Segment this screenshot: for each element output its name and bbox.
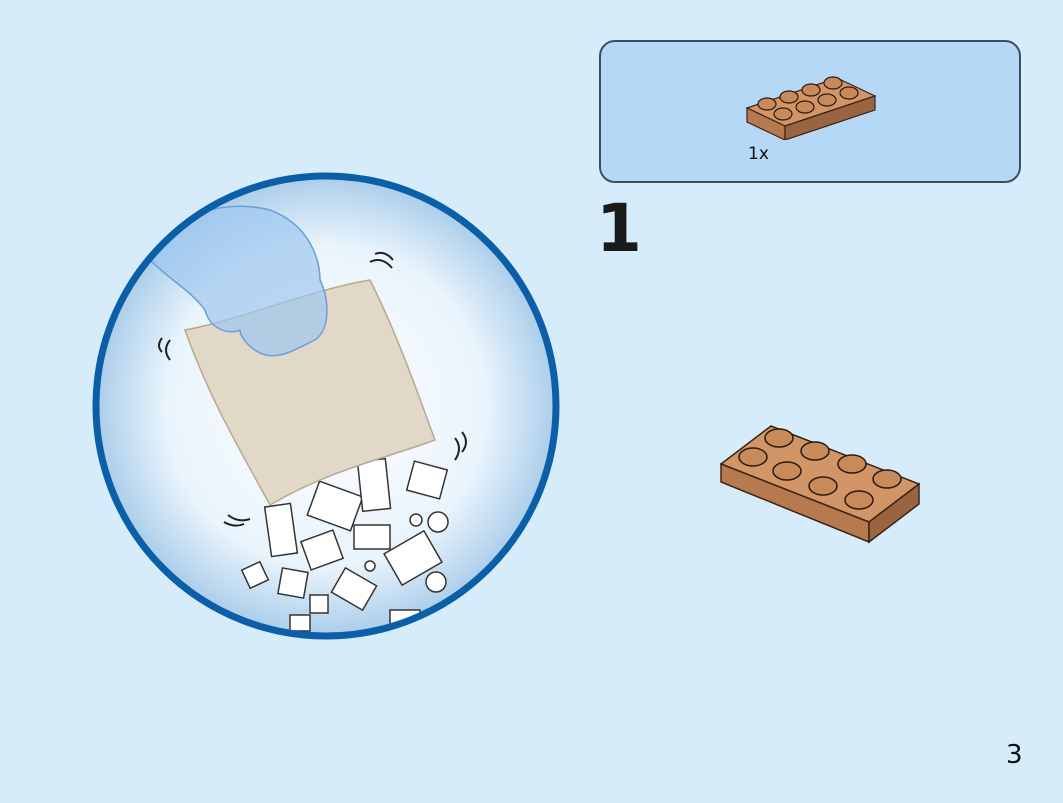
step-brick-illustration [719, 425, 921, 544]
part-quantity: 1x [748, 144, 769, 164]
parts-list-box: 1x [599, 40, 1021, 183]
brick-2x4-plate-icon [745, 76, 877, 140]
step-number: 1 [596, 190, 642, 267]
open-bag-illustration [92, 172, 560, 640]
page-number: 3 [1006, 740, 1023, 770]
